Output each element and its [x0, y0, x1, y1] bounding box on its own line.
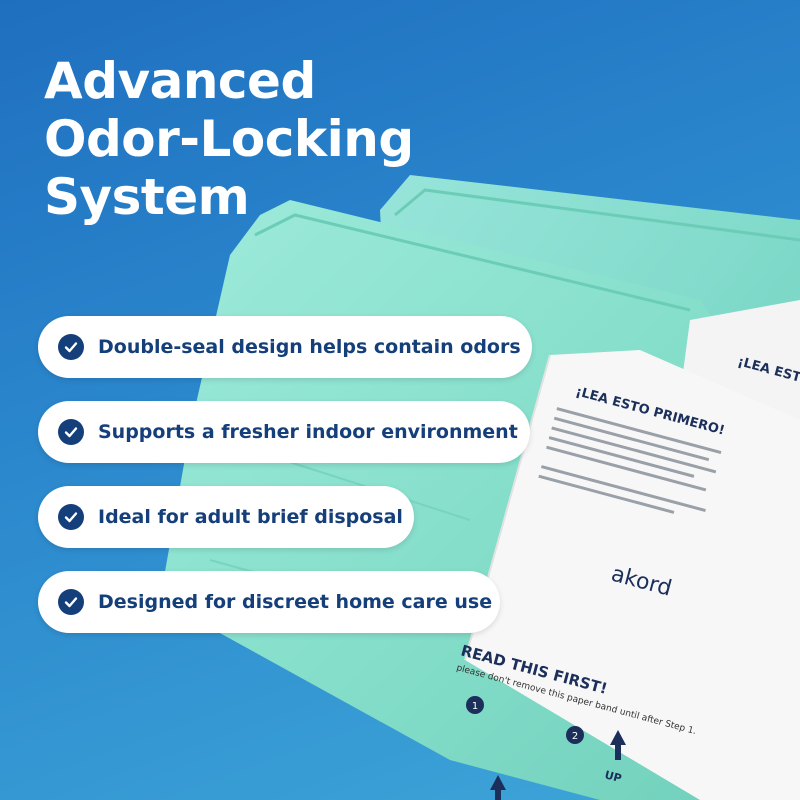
step-1-number: 1 — [472, 701, 478, 712]
step-2-number: 2 — [572, 731, 578, 742]
headline-line-2: Odor-Locking — [44, 110, 414, 168]
feature-pill: Ideal for adult brief disposal — [38, 486, 414, 548]
up-arrow-icon-2 — [490, 775, 506, 800]
feature-pill: Designed for discreet home care use — [38, 571, 500, 633]
check-circle-icon — [58, 419, 84, 445]
headline-line-1: Advanced — [44, 52, 316, 110]
feature-pill: Supports a fresher indoor environment — [38, 401, 530, 463]
check-circle-icon — [58, 504, 84, 530]
feature-text: Supports a fresher indoor environment — [98, 421, 518, 443]
headline-line-3: System — [44, 168, 250, 226]
feature-text: Designed for discreet home care use — [98, 591, 493, 613]
up-label: UP — [603, 768, 623, 785]
feature-text: Double-seal design helps contain odors — [98, 336, 521, 358]
feature-text: Ideal for adult brief disposal — [98, 506, 403, 528]
headline: Advanced Odor-Locking System — [44, 52, 414, 226]
up-arrow-icon — [610, 730, 626, 760]
check-circle-icon — [58, 334, 84, 360]
check-circle-icon — [58, 589, 84, 615]
feature-pill: Double-seal design helps contain odors — [38, 316, 532, 378]
